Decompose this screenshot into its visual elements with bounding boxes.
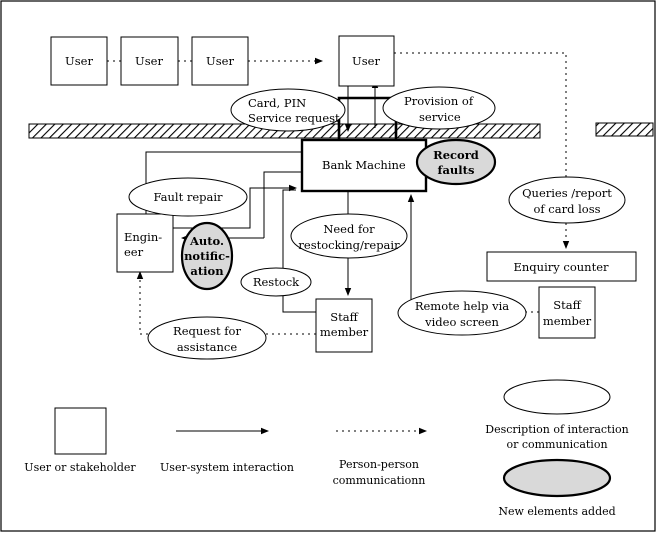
restock-ellipse: Restock <box>240 267 312 297</box>
svg-text:Enquiry counter: Enquiry counter <box>514 260 610 274</box>
svg-text:faults: faults <box>438 163 475 177</box>
svg-text:ation: ation <box>190 264 224 278</box>
svg-text:of card loss: of card loss <box>533 202 600 216</box>
system-boundary <box>28 122 654 139</box>
svg-text:eer: eer <box>124 245 144 259</box>
svg-text:Engin-: Engin- <box>124 230 162 244</box>
svg-text:User: User <box>135 54 163 68</box>
svg-text:member: member <box>543 314 592 328</box>
assistance-request-line <box>136 271 316 335</box>
legend-user-system: User-system interaction <box>160 427 294 474</box>
queries-report-ellipse: Queries /report of card loss <box>508 176 626 224</box>
legend-stakeholder: User or stakeholder <box>24 407 136 474</box>
svg-text:restocking/repair: restocking/repair <box>298 238 400 252</box>
engineer-box: Engin- eer <box>116 213 174 273</box>
legend-person-person: Person-person communicationn <box>333 427 427 487</box>
svg-text:Remote help via: Remote help via <box>415 299 509 313</box>
svg-text:Description of interaction: Description of interaction <box>485 423 628 436</box>
provision-of-service-ellipse: Provision of service <box>382 86 496 130</box>
svg-text:Request for: Request for <box>173 324 241 338</box>
svg-text:Restock: Restock <box>253 275 300 289</box>
svg-text:User-system interaction: User-system interaction <box>160 461 294 474</box>
user-box-1: User <box>50 36 108 86</box>
svg-text:Service request: Service request <box>248 111 340 125</box>
svg-text:User: User <box>206 54 234 68</box>
svg-text:New elements added: New elements added <box>498 505 615 518</box>
svg-text:video screen: video screen <box>424 315 499 329</box>
user-box-2: User <box>120 36 179 86</box>
remote-help-ellipse: Remote help via video screen <box>397 290 527 336</box>
user-box-main: User <box>338 35 395 87</box>
fault-repair-ellipse: Fault repair <box>128 177 248 217</box>
user-box-3: User <box>191 36 249 86</box>
legend: User or stakeholder User-system interact… <box>24 379 629 518</box>
svg-text:Person-person: Person-person <box>339 458 419 471</box>
svg-text:notific-: notific- <box>184 249 230 263</box>
svg-text:member: member <box>320 325 369 339</box>
svg-text:Auto.: Auto. <box>189 234 224 248</box>
svg-text:Need for: Need for <box>323 222 375 236</box>
card-pin-ellipse: Card, PIN Service request <box>230 88 346 132</box>
svg-text:User: User <box>65 54 93 68</box>
svg-text:Staff: Staff <box>553 298 581 312</box>
svg-text:or communication: or communication <box>506 438 607 451</box>
bank-machine-box: Bank Machine <box>300 138 428 193</box>
staff-member-box-2: Staff member <box>538 286 596 339</box>
staff-member-box-1: Staff member <box>315 298 373 353</box>
svg-text:Queries /report: Queries /report <box>522 186 612 200</box>
svg-text:Record: Record <box>433 148 479 162</box>
legend-new-elements: New elements added <box>498 458 616 518</box>
record-faults-ellipse: Record faults <box>415 138 497 186</box>
svg-text:Staff: Staff <box>330 310 358 324</box>
svg-text:Fault repair: Fault repair <box>153 190 223 204</box>
svg-text:User or stakeholder: User or stakeholder <box>24 461 136 474</box>
request-assistance-ellipse: Request for assistance <box>147 316 267 360</box>
svg-text:assistance: assistance <box>177 340 238 354</box>
restocking-ellipse: Need for restocking/repair <box>290 213 408 259</box>
svg-text:Provision of: Provision of <box>404 94 474 108</box>
svg-text:communicationn: communicationn <box>333 474 426 487</box>
svg-text:Bank Machine: Bank Machine <box>322 158 406 172</box>
legend-description: Description of interaction or communicat… <box>485 379 629 451</box>
svg-text:Card, PIN: Card, PIN <box>248 96 306 110</box>
auto-notification-ellipse: Auto. notific- ation <box>180 221 234 291</box>
svg-text:User: User <box>352 54 380 68</box>
svg-text:service: service <box>419 110 461 124</box>
enquiry-counter-box: Enquiry counter <box>486 251 637 282</box>
